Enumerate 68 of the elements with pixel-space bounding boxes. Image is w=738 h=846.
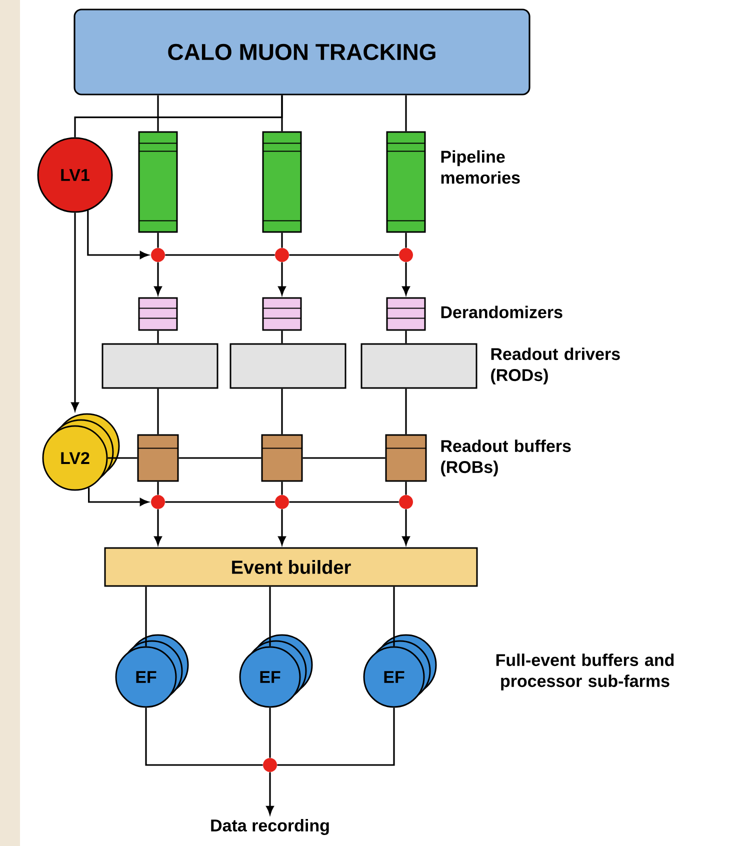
memory-bar [386, 131, 426, 233]
arrow [71, 212, 79, 412]
row-label: Full-event buffers and processor sub-farms [496, 654, 674, 690]
arrow [87, 210, 149, 259]
buffer-box [262, 297, 302, 331]
junction-dot [151, 248, 165, 262]
connector-line [405, 482, 407, 495]
arrow [88, 488, 149, 506]
connector-line [277, 708, 395, 766]
arrow [278, 262, 286, 296]
row-label: Derandomizers [441, 306, 562, 318]
connector-line [289, 254, 399, 256]
buffer-box [137, 434, 179, 482]
connector-line [157, 232, 159, 248]
buffer-box [138, 297, 178, 331]
row-label: Pipeline memories [441, 150, 520, 184]
connector-line [145, 708, 263, 766]
connector-line [405, 388, 407, 434]
connector-line [157, 482, 159, 495]
junction-dot [263, 758, 277, 772]
connector-line [405, 95, 407, 132]
detector-box: CALO MUON TRACKING [74, 8, 530, 96]
buffer-box [386, 297, 426, 331]
connector-line [281, 330, 283, 344]
connector-line [393, 586, 395, 646]
builder-box: Event builder [104, 547, 478, 587]
connector-line [405, 232, 407, 248]
memory-bar [138, 131, 178, 233]
buffer-box [385, 434, 427, 482]
connector-line [302, 457, 386, 459]
junction-dot [275, 248, 289, 262]
memory-bar [262, 131, 302, 233]
processor-circle-stack: EF [363, 634, 437, 708]
connector-line [157, 330, 159, 344]
arrow [266, 772, 274, 815]
driver-box [230, 343, 346, 389]
arrow [278, 509, 286, 546]
connector-line [157, 95, 159, 132]
junction-dot [151, 495, 165, 509]
arrow [154, 509, 162, 546]
connector-line [269, 586, 271, 646]
processor-circle-stack: EF [239, 634, 313, 708]
connector-line [145, 586, 147, 646]
connector-line [281, 482, 283, 495]
driver-box [360, 343, 478, 389]
connector-line [281, 388, 283, 434]
junction-dot [399, 248, 413, 262]
connector-line [269, 708, 271, 758]
trigger-circle-stack: LV2 [42, 413, 120, 491]
arrow [402, 509, 410, 546]
junction-dot [399, 495, 413, 509]
driver-box [102, 343, 218, 389]
processor-circle-stack: EF [115, 634, 189, 708]
output-label: Data recording [211, 819, 329, 835]
connector-line [405, 330, 407, 344]
junction-dot [275, 495, 289, 509]
arrow [154, 262, 162, 296]
buffer-box [261, 434, 303, 482]
row-label: Readout buffers (ROBs) [441, 440, 571, 476]
connector-line [74, 95, 283, 138]
connector-line [165, 501, 275, 503]
connector-line [289, 501, 399, 503]
connector-line [157, 388, 159, 434]
connector-line [281, 232, 283, 248]
connector-line [165, 254, 275, 256]
arrow [402, 262, 410, 296]
connector-line [178, 457, 262, 459]
connector-line [108, 457, 138, 459]
